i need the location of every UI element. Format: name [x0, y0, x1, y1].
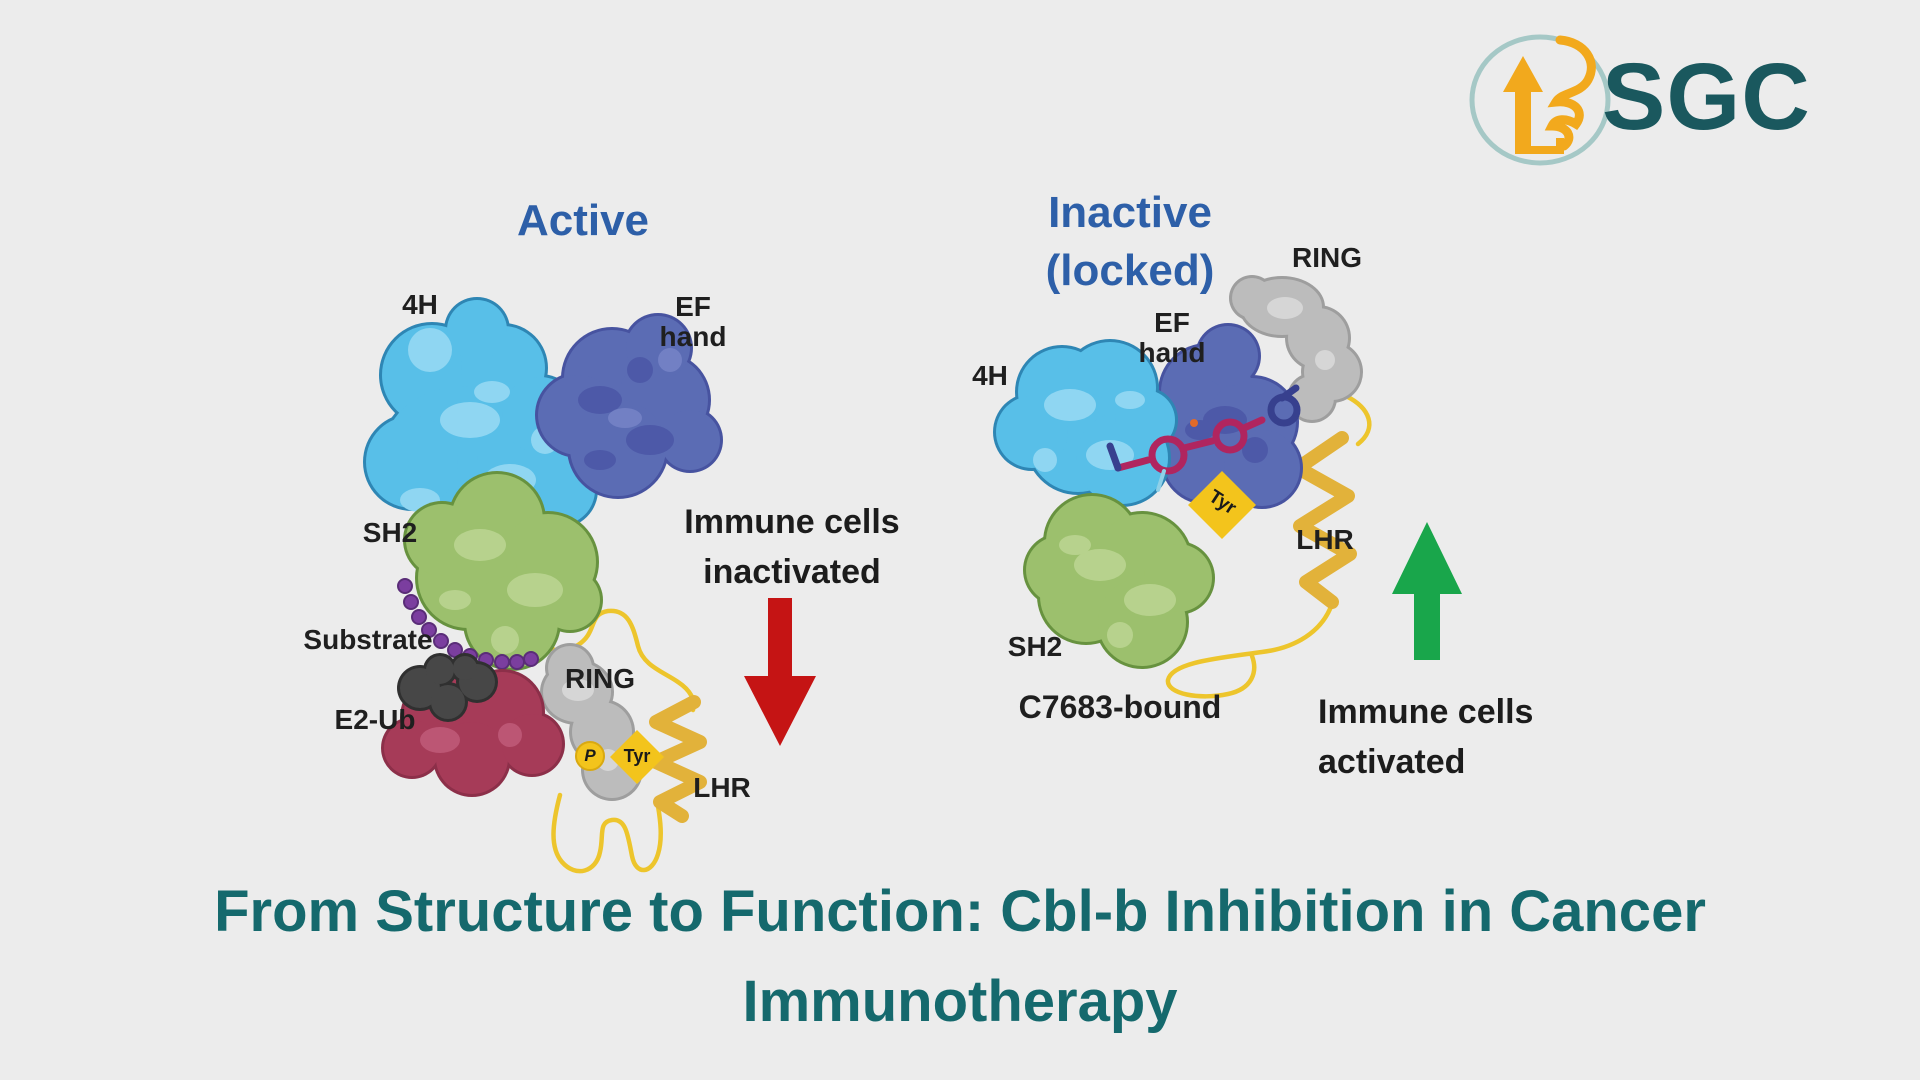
immune-cells-inactivated-text: Immune cells inactivated — [684, 498, 899, 598]
active-ef-blob — [535, 313, 723, 499]
activated-line1: Immune cells — [1318, 693, 1534, 731]
active-sh2-label: SH2 — [362, 517, 418, 548]
sgc-logo-circle — [1469, 34, 1611, 166]
active-tyr-label: Tyr — [623, 746, 651, 766]
active-sh2-blob — [403, 471, 603, 671]
active-4h-label: 4H — [402, 289, 438, 320]
red-down-arrow — [744, 598, 816, 746]
caption-line2: Immunotherapy — [742, 969, 1178, 1034]
active-ef-label-line1: EF — [675, 291, 711, 322]
caption-line1: From Structure to Function: Cbl-b Inhibi… — [214, 879, 1706, 944]
inactive-sh2-blob — [1023, 493, 1215, 669]
c7683-bound-label: C7683-bound — [1018, 689, 1222, 725]
active-ef-hand-label: EF hand — [660, 292, 727, 352]
active-lhr-label: LHR — [693, 772, 751, 803]
active-phospho-badge — [575, 741, 605, 771]
inactivated-line1: Immune cells — [684, 503, 900, 541]
inactive-lhr-label: LHR — [1296, 524, 1354, 555]
sgc-logo-mark — [1469, 34, 1611, 166]
inactivated-line2: inactivated — [703, 552, 881, 591]
active-ring-label: RING — [565, 663, 635, 694]
green-up-arrow — [1392, 522, 1462, 660]
active-tyr-badge — [610, 730, 664, 784]
inactive-ef-label-line1: EF — [1154, 307, 1190, 338]
active-e2ub-blob — [381, 653, 565, 797]
active-diagram — [363, 297, 816, 874]
active-heading: Active — [516, 196, 650, 245]
inactive-ef-label-line2: hand — [1138, 336, 1206, 368]
sgc-logo-base — [1515, 138, 1564, 154]
inactive-heading-line1: Inactive — [1048, 188, 1212, 237]
active-phospho-label: P — [584, 746, 596, 765]
inactive-sh2-label: SH2 — [1007, 631, 1063, 662]
sgc-logo-arrow — [1503, 56, 1543, 146]
inactive-tyr-badge — [1188, 471, 1256, 539]
inactive-4h-label: 4H — [972, 360, 1008, 391]
activated-line2: activated — [1318, 742, 1466, 781]
c7683-ligand-sticks — [1106, 384, 1301, 492]
inactive-ring-label: RING — [1292, 242, 1362, 273]
active-ub-blob — [397, 653, 498, 722]
sgc-logo-ribbon — [1544, 35, 1596, 151]
inactive-heading-line2: (locked) — [1045, 246, 1215, 295]
active-ef-label-line2: hand — [659, 320, 727, 352]
active-substrate-label: Substrate — [303, 624, 433, 655]
inactive-diagram — [993, 275, 1462, 699]
inactive-loop-lines — [1165, 393, 1372, 699]
immune-cells-activated-text: Immune cells activated — [1318, 688, 1533, 788]
sgc-logo-text: SGC — [1602, 44, 1811, 150]
inactive-ef-hand-label: EF hand — [1139, 308, 1206, 368]
inactive-lhr-helix — [1291, 431, 1357, 609]
active-e2ub-label: E2-Ub — [334, 704, 416, 735]
inactive-4h-blob — [993, 339, 1178, 507]
